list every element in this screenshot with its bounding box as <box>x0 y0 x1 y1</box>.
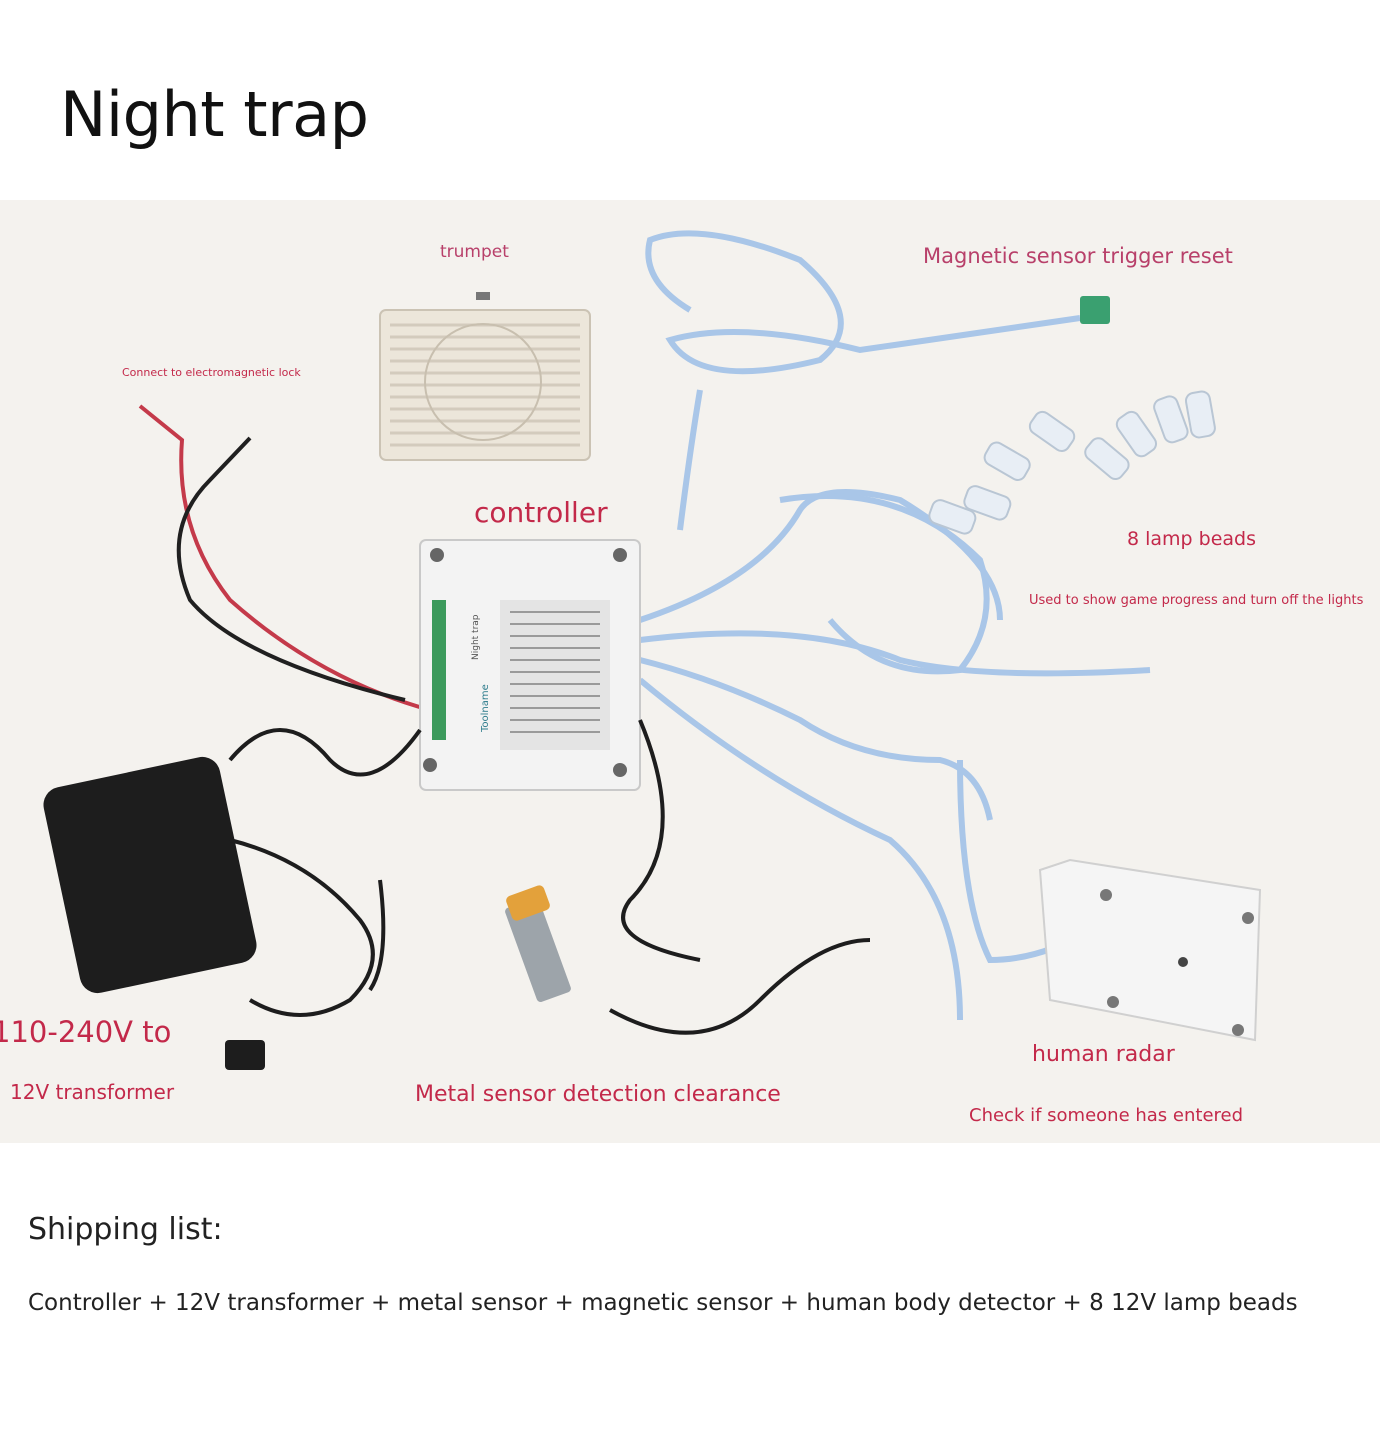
label-radar-description: Check if someone has entered <box>969 1105 1244 1126</box>
lamp-bead-group <box>928 390 1216 535</box>
human-radar <box>1038 858 1262 1042</box>
lock-wire-red <box>138 404 431 712</box>
label-lamp-beads: 8 lamp beads <box>1127 528 1257 550</box>
label-lamp-description: Used to show game progress and turn off … <box>1029 593 1364 608</box>
power-adapter <box>43 728 422 1070</box>
shipping-list-heading: Shipping list: <box>28 1212 223 1247</box>
controller-box: Night trap Toolname <box>419 539 641 791</box>
label-electromagnetic-lock: Connect to electromagnetic lock <box>122 366 301 379</box>
product-photo: Night trap Toolname trumpet Magnetic sen… <box>0 200 1380 1143</box>
label-magnetic-sensor: Magnetic sensor trigger reset <box>923 244 1233 268</box>
label-trumpet: trumpet <box>440 242 509 262</box>
label-metal-sensor: Metal sensor detection clearance <box>415 1082 781 1107</box>
metal-sensor <box>505 719 871 1035</box>
label-controller: controller <box>474 496 608 529</box>
device-label-toolname: Toolname <box>480 684 491 733</box>
lock-wire-black <box>176 436 406 702</box>
label-voltage: 110-240V to <box>0 1015 172 1049</box>
product-illustration: Night trap Toolname <box>43 230 1262 1070</box>
page-title: Night trap <box>60 78 369 151</box>
label-transformer: 12V transformer <box>10 1080 175 1104</box>
label-human-radar: human radar <box>1032 1042 1175 1067</box>
shipping-list-items: Controller + 12V transformer + metal sen… <box>28 1290 1298 1316</box>
trumpet-speaker <box>379 292 591 461</box>
device-label-night-trap: Night trap <box>471 614 481 660</box>
magnetic-sensor <box>1080 296 1110 324</box>
